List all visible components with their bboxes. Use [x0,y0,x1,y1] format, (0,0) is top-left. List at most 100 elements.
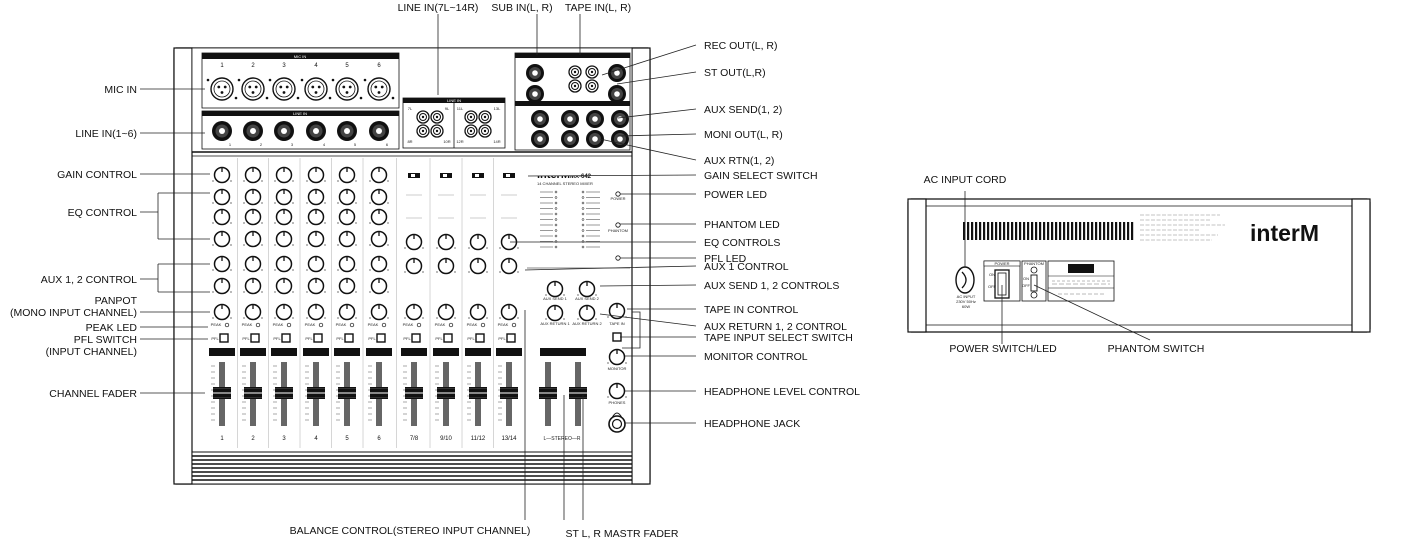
vent-slot [1015,222,1018,240]
phantom-on-label: ON [1023,276,1029,281]
mic-number: 1 [220,63,224,69]
meter-led-icon [581,245,585,249]
vent-slot [1007,222,1010,240]
leader-lines [140,14,697,520]
rca-jack-icon [464,110,478,124]
rca-jack-icon [430,124,444,138]
pfl-label: PFL [211,336,219,341]
callout-mic-in: MIC IN [104,84,137,96]
peak-label: PEAK [336,322,347,327]
callout-st-master-fader: ST L, R MASTR FADER [566,528,679,540]
mic-number: 3 [282,63,286,69]
meter-led-icon [581,201,585,205]
callout-power-led: POWER LED [704,189,767,201]
peak-led-icon [349,322,355,328]
vent-slot [1107,222,1110,240]
callout-line-in-7-14: LINE IN(7L~14R) [398,2,479,14]
channel-number: 3 [282,436,286,442]
meter-led-icon [581,218,585,221]
stereo-jack-label: 14R [493,139,500,144]
phantom-switch: PHANTOM ON OFF [1021,260,1047,302]
callout-pfl-led: PFL LED [704,253,747,265]
line-jack-icon [369,121,389,141]
monitor-knob-label: MONITOR [608,366,627,371]
power-led-icon [615,191,621,197]
peak-label: PEAK [467,322,478,327]
callout-aux-return-1-2-control: AUX RETURN 1, 2 CONTROL [704,321,847,333]
peak-label: PEAK [242,322,253,327]
callout-phantom-switch: PHANTOM SWITCH [1108,343,1205,355]
mic-number: 6 [377,63,381,69]
channel-strips: PEAKPFL1PEAKPFL2PEAKPFL3PEAKPFL4PEAKPFL5… [209,158,522,448]
rca-jack-icon [568,65,582,79]
vent-slot [975,222,978,240]
switch-slot [443,174,447,177]
vent-slot [1067,222,1070,240]
tape-in-knob-label: TAPE IN [609,321,624,326]
vent-slot [1035,222,1038,240]
mixer-model: MX-642 [570,174,592,180]
vent-slot [1087,222,1090,240]
vent-slot [1011,222,1014,240]
pfl-switch [506,333,516,343]
meter-led-icon [581,207,585,210]
callout-phantom-led: PHANTOM LED [704,219,780,231]
channel-number: 7/8 [410,436,419,442]
vent-slot [1075,222,1078,240]
line-jack-icon [212,121,232,141]
pfl-label: PFL [305,336,313,341]
peak-led-icon [381,322,387,328]
switch-slot [506,174,510,177]
pfl-switch [313,333,323,343]
channel-number: 6 [377,436,381,442]
pfl-switch [219,333,229,343]
pfl-label: PFL [498,336,506,341]
vent-slot [1111,222,1114,240]
rca-jack-icon [478,124,492,138]
vent-slot [995,222,998,240]
channel-strip: PEAK PFL 7/8 [401,173,427,442]
meter-led-icon [581,229,585,232]
line-number: 3 [291,142,294,147]
peak-led-icon [480,322,486,328]
meter-led-icon [554,212,558,216]
vent-slot [1019,222,1022,240]
rca-jack-icon [568,79,582,93]
scribble-strip [271,348,297,356]
rca-jack-icon [416,124,430,138]
callout-pfl-switch-sub: (INPUT CHANNEL) [46,346,137,358]
rating-plate [1047,260,1115,302]
line-jack-icon [306,121,326,141]
scribble-strip [433,348,459,356]
stereo-fader-label: L—STEREO—R [544,436,581,442]
callout-headphone-jack: HEADPHONE JACK [704,418,800,430]
callout-gain-select-switch: GAIN SELECT SWITCH [704,170,818,182]
io-jack-icon [561,130,579,148]
mixer-subtitle: 14 CHANNEL STEREO MIXER [537,181,593,186]
pfl-switch [411,333,421,343]
rear-brand: interM [1250,220,1319,246]
io-jack-icon [611,110,629,128]
callout-aux-rtn: AUX RTN(1, 2) [704,155,774,167]
pfl-label: PFL [403,336,411,341]
vent-slot [1003,222,1006,240]
peak-label: PEAK [305,322,316,327]
rca-jack-icon [585,65,599,79]
line-in-right-header: LINE IN [447,98,461,103]
peak-led-icon [448,322,454,328]
rear-panel: interM AC INPUT 230V 50Hz 60W POWER ON O… [907,174,1371,355]
callout-st-out: ST OUT(L,R) [704,67,766,79]
ac-input-cord: AC INPUT 230V 50Hz 60W [955,266,976,309]
mic-in-header: MIC IN [294,54,307,59]
mic-number: 4 [314,63,318,69]
vent-slot [1063,222,1066,240]
vent-slot [1055,222,1058,240]
peak-led-icon [511,322,517,328]
vent-slot [987,222,990,240]
peak-label: PEAK [403,322,414,327]
